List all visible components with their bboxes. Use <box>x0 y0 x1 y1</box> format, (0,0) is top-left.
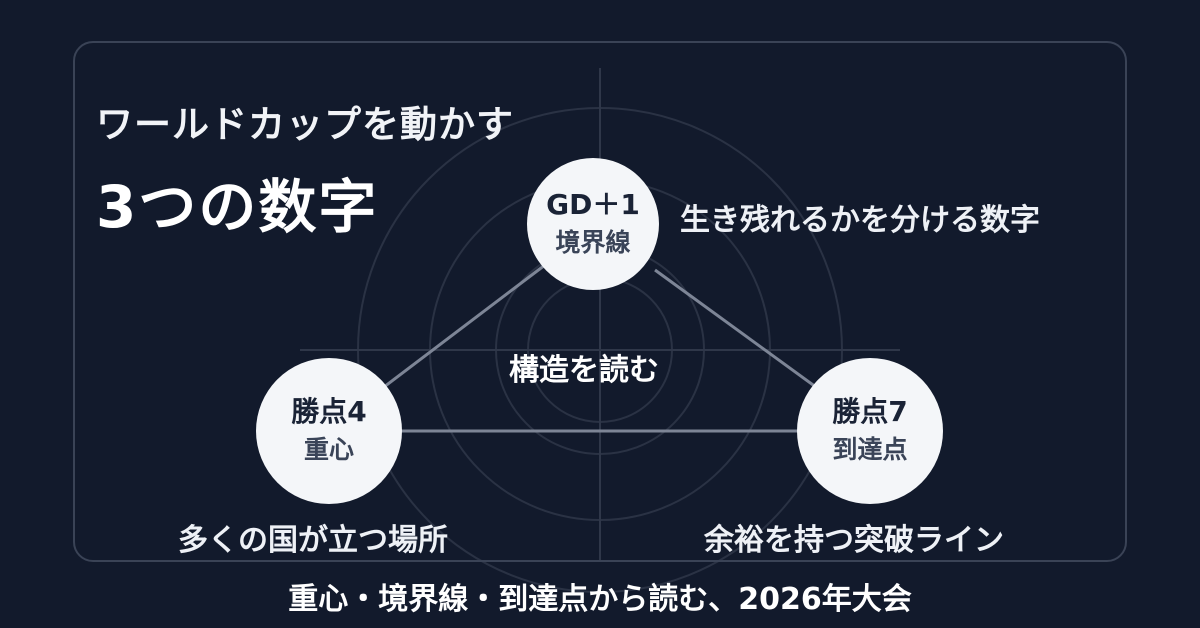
content-frame <box>73 41 1127 562</box>
node-right-key: 勝点7 <box>832 395 908 429</box>
caption-right: 余裕を持つ突破ライン <box>704 523 1004 558</box>
node-left-sub: 重心 <box>303 434 354 464</box>
node-gd-plus-1: GD＋1 境界線 <box>527 158 659 290</box>
node-right-sub: 到達点 <box>832 434 908 464</box>
crosshair-lines <box>300 68 900 560</box>
connector-top-left <box>379 263 546 392</box>
caption-top: 生き残れるかを分ける数字 <box>680 203 1040 238</box>
title-line-2: 3つの数字 <box>96 173 379 241</box>
connector-top-right <box>654 268 821 392</box>
footer-text: 重心・境界線・到達点から読む、2026年大会 <box>288 582 912 617</box>
node-top-sub: 境界線 <box>555 227 631 257</box>
title-line-1: ワールドカップを動かす <box>96 103 514 146</box>
center-label: 構造を読む <box>509 353 659 388</box>
node-left-key: 勝点4 <box>291 395 367 429</box>
node-points-4: 勝点4 重心 <box>256 358 402 504</box>
node-top-key: GD＋1 <box>546 188 640 222</box>
node-points-7: 勝点7 到達点 <box>797 358 943 504</box>
caption-left: 多くの国が立つ場所 <box>178 523 448 558</box>
triangle-connectors <box>379 263 821 433</box>
